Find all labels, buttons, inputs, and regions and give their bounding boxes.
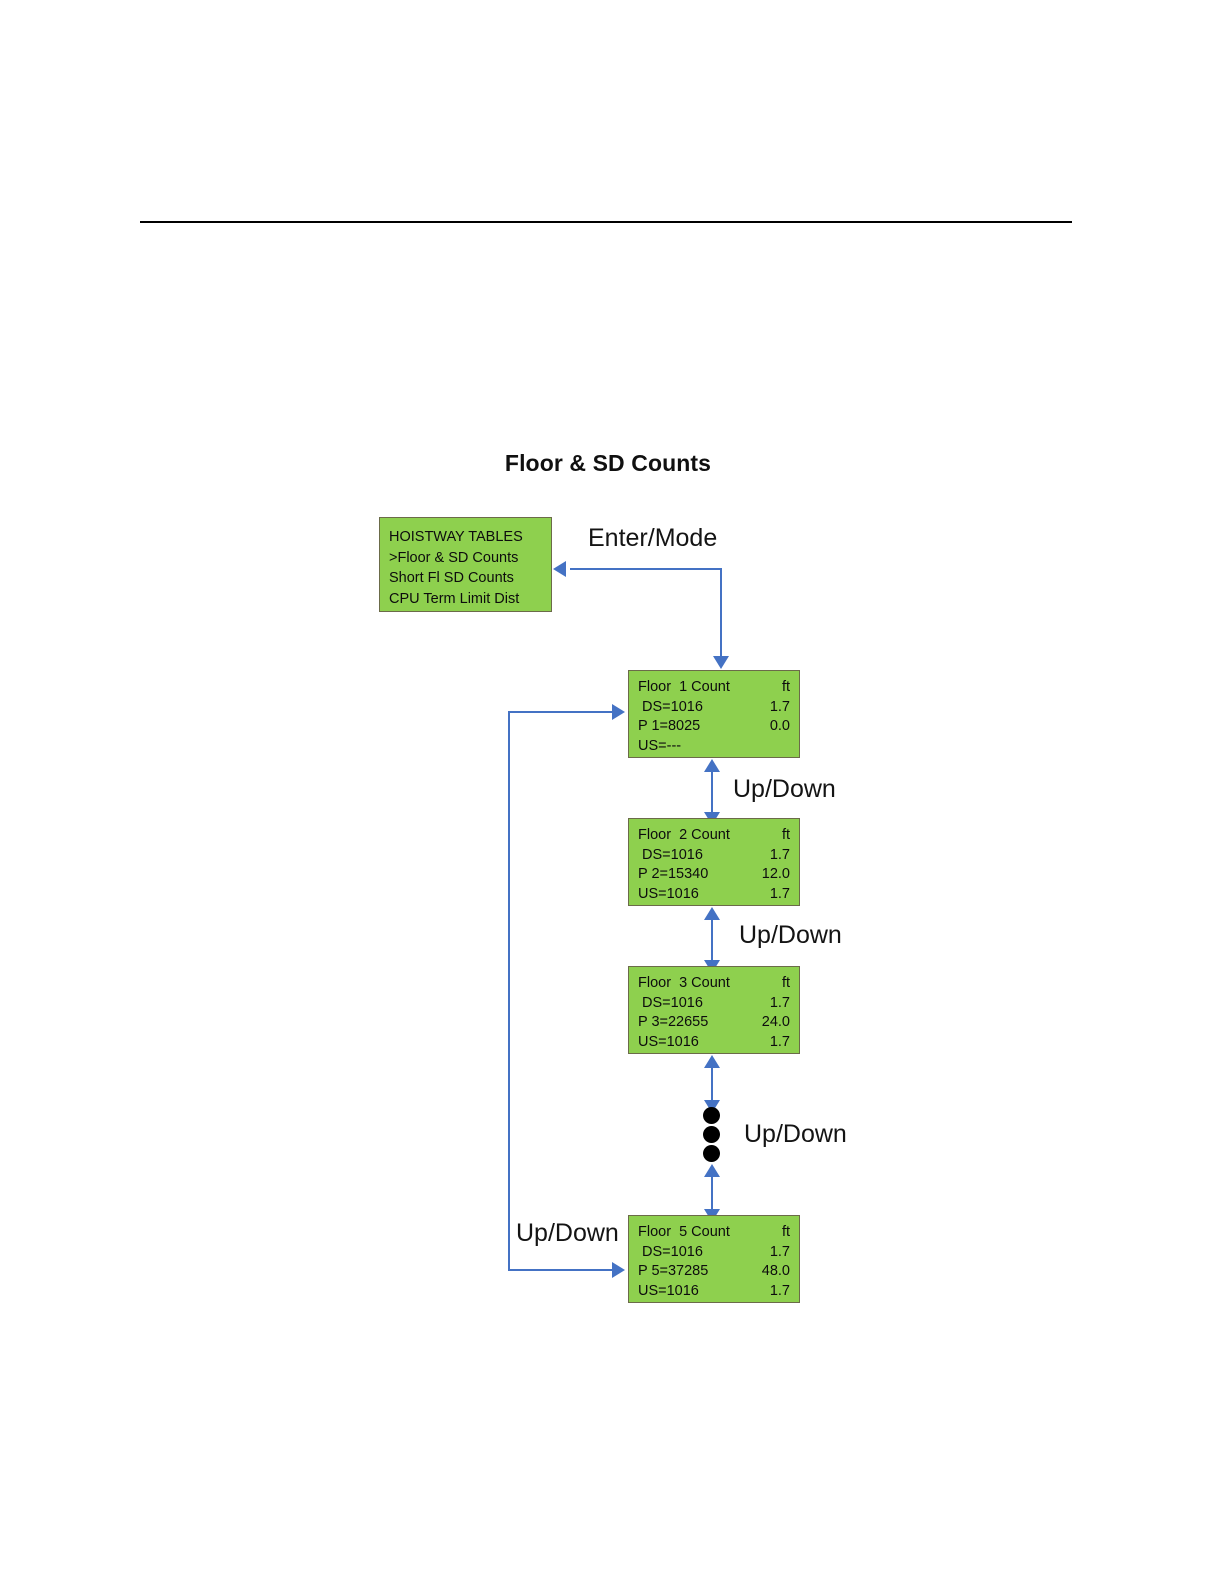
ellipsis-dot-3 (703, 1145, 720, 1162)
floor-3-row-0-value: ft (781, 975, 790, 991)
floor-1-row-3-label: US=--- (638, 738, 682, 755)
diagram-title: Floor & SD Counts (504, 450, 712, 476)
floor-5-row-3-value: 1.7 (769, 1283, 790, 1300)
floor-3-row-3: US=1016 1.7 (638, 1033, 790, 1053)
floor-2-row-3-value: 1.7 (769, 886, 790, 903)
floor-2-row-1-label: DS=1016 (638, 846, 703, 863)
floor-3-row-0-label: Floor 3 Count (638, 975, 730, 991)
floor-2-row-0-label: Floor 2 Count (638, 827, 730, 843)
floor-5-row-1-label: DS=1016 (638, 1243, 703, 1260)
floor-3-row-1: DS=1016 1.7 (638, 994, 790, 1014)
wrap-loop-top-line (508, 711, 614, 713)
floor-2-row-2-value: 12.0 (761, 866, 790, 883)
floor-3-row-2: P 3=22655 24.0 (638, 1013, 790, 1033)
updown-2-line (711, 918, 713, 962)
updown-1-line (711, 770, 713, 814)
floor-5-row-2: P 5=37285 48.0 (638, 1262, 790, 1282)
wrap-loop-vertical-line (508, 711, 510, 1271)
floor-5-row-1-value: 1.7 (769, 1243, 790, 1260)
menu-line-floor-sd-counts[interactable]: >Floor & SD Counts (389, 549, 519, 566)
floor-1-row-2-value: 0.0 (769, 718, 790, 735)
lcd-screen-floor-3[interactable]: Floor 3 Count ft DS=1016 1.7 P 3=22655 2… (628, 966, 800, 1054)
floor-1-row-3: US=--- (638, 737, 790, 757)
floor-5-row-3-label: US=1016 (638, 1283, 699, 1300)
caption-up-down-2: Up/Down (739, 921, 842, 949)
floor-5-row-0-label: Floor 5 Count (638, 1224, 730, 1240)
menu-line-title: HOISTWAY TABLES (389, 529, 523, 545)
enter-mode-horizontal-line (570, 568, 722, 570)
floor-3-row-1-value: 1.7 (769, 994, 790, 1011)
updown-3-lower-arrowhead-up (703, 1164, 720, 1177)
updown-2-arrowhead-up (703, 907, 720, 920)
lcd-screen-floor-2[interactable]: Floor 2 Count ft DS=1016 1.7 P 2=15340 1… (628, 818, 800, 906)
floor-5-row-2-value: 48.0 (761, 1263, 790, 1280)
floor-3-row-3-label: US=1016 (638, 1034, 699, 1051)
ellipsis-dot-1 (703, 1107, 720, 1124)
wrap-loop-arrowhead-to-floor-5 (612, 1262, 625, 1278)
floor-1-row-1-label: DS=1016 (638, 698, 703, 715)
floor-2-row-0-value: ft (781, 827, 790, 843)
lcd-screen-hoistway-tables-menu[interactable]: HOISTWAY TABLES >Floor & SD Counts Short… (379, 517, 552, 612)
updown-3-upper-line (711, 1066, 713, 1104)
floor-1-row-2-label: P 1=8025 (638, 718, 701, 735)
floor-5-row-0-value: ft (781, 1224, 790, 1240)
caption-up-down-3: Up/Down (744, 1120, 847, 1148)
wrap-loop-arrowhead-to-floor-1 (612, 704, 625, 720)
enter-mode-arrowhead-down (712, 656, 729, 669)
floor-2-row-1: DS=1016 1.7 (638, 846, 790, 866)
floor-1-row-1: DS=1016 1.7 (638, 698, 790, 718)
floor-2-row-0: Floor 2 Count ft (638, 826, 790, 846)
floor-1-row-0-label: Floor 1 Count (638, 679, 730, 695)
ellipsis-dot-2 (703, 1126, 720, 1143)
floor-3-row-0: Floor 3 Count ft (638, 974, 790, 994)
floor-2-row-3-label: US=1016 (638, 886, 699, 903)
updown-1-arrowhead-up (703, 759, 720, 772)
floor-2-row-1-value: 1.7 (769, 846, 790, 863)
floor-1-row-0-value: ft (781, 679, 790, 695)
menu-line-short-fl-sd-counts[interactable]: Short Fl SD Counts (389, 570, 514, 587)
enter-mode-vertical-line (720, 568, 722, 656)
wrap-loop-bottom-line (508, 1269, 614, 1271)
floor-2-row-2: P 2=15340 12.0 (638, 865, 790, 885)
floor-1-row-1-value: 1.7 (769, 698, 790, 715)
header-divider (140, 221, 1072, 223)
updown-3-lower-line (711, 1175, 713, 1213)
enter-mode-arrowhead-left (553, 560, 566, 577)
menu-line-cpu-term-limit-dist[interactable]: CPU Term Limit Dist (389, 590, 520, 607)
floor-5-row-0: Floor 5 Count ft (638, 1223, 790, 1243)
caption-up-down-4: Up/Down (516, 1219, 619, 1247)
floor-3-row-2-value: 24.0 (761, 1014, 790, 1031)
floor-3-row-1-label: DS=1016 (638, 994, 703, 1011)
floor-2-row-3: US=1016 1.7 (638, 885, 790, 905)
floor-5-row-2-label: P 5=37285 (638, 1263, 709, 1280)
floor-3-row-2-label: P 3=22655 (638, 1014, 709, 1031)
updown-3-arrowhead-up (703, 1055, 720, 1068)
floor-1-row-0: Floor 1 Count ft (638, 678, 790, 698)
lcd-screen-floor-1[interactable]: Floor 1 Count ft DS=1016 1.7 P 1=8025 0.… (628, 670, 800, 758)
floor-5-row-1: DS=1016 1.7 (638, 1243, 790, 1263)
floor-3-row-3-value: 1.7 (769, 1034, 790, 1051)
caption-up-down-1: Up/Down (733, 775, 836, 803)
floor-5-row-3: US=1016 1.7 (638, 1282, 790, 1302)
caption-enter-mode: Enter/Mode (588, 524, 718, 552)
lcd-screen-floor-5[interactable]: Floor 5 Count ft DS=1016 1.7 P 5=37285 4… (628, 1215, 800, 1303)
floor-1-row-2: P 1=8025 0.0 (638, 717, 790, 737)
floor-2-row-2-label: P 2=15340 (638, 866, 709, 883)
